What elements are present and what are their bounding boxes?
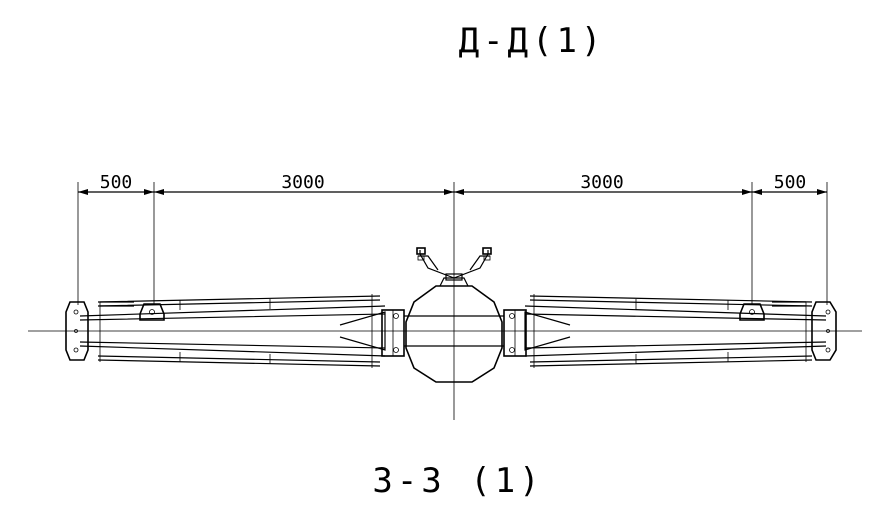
dimension-chain: 500 3000 3000 500 — [77, 172, 828, 420]
left-bracket — [139, 303, 165, 321]
right-bracket — [739, 303, 765, 321]
central-hub — [381, 247, 527, 383]
left-end-plate — [65, 301, 89, 361]
right-arm — [524, 294, 837, 368]
dimension-right-outer: 500 — [774, 172, 807, 193]
dimension-left-inner: 3000 — [281, 172, 324, 193]
section-title-top: Д-Д(1) — [459, 21, 606, 61]
right-end-plate — [811, 301, 837, 361]
section-title-bottom: З-З (1) — [372, 461, 543, 501]
dimension-right-inner: 3000 — [580, 172, 623, 193]
dimension-left-outer: 500 — [100, 172, 133, 193]
left-arm — [65, 294, 386, 368]
